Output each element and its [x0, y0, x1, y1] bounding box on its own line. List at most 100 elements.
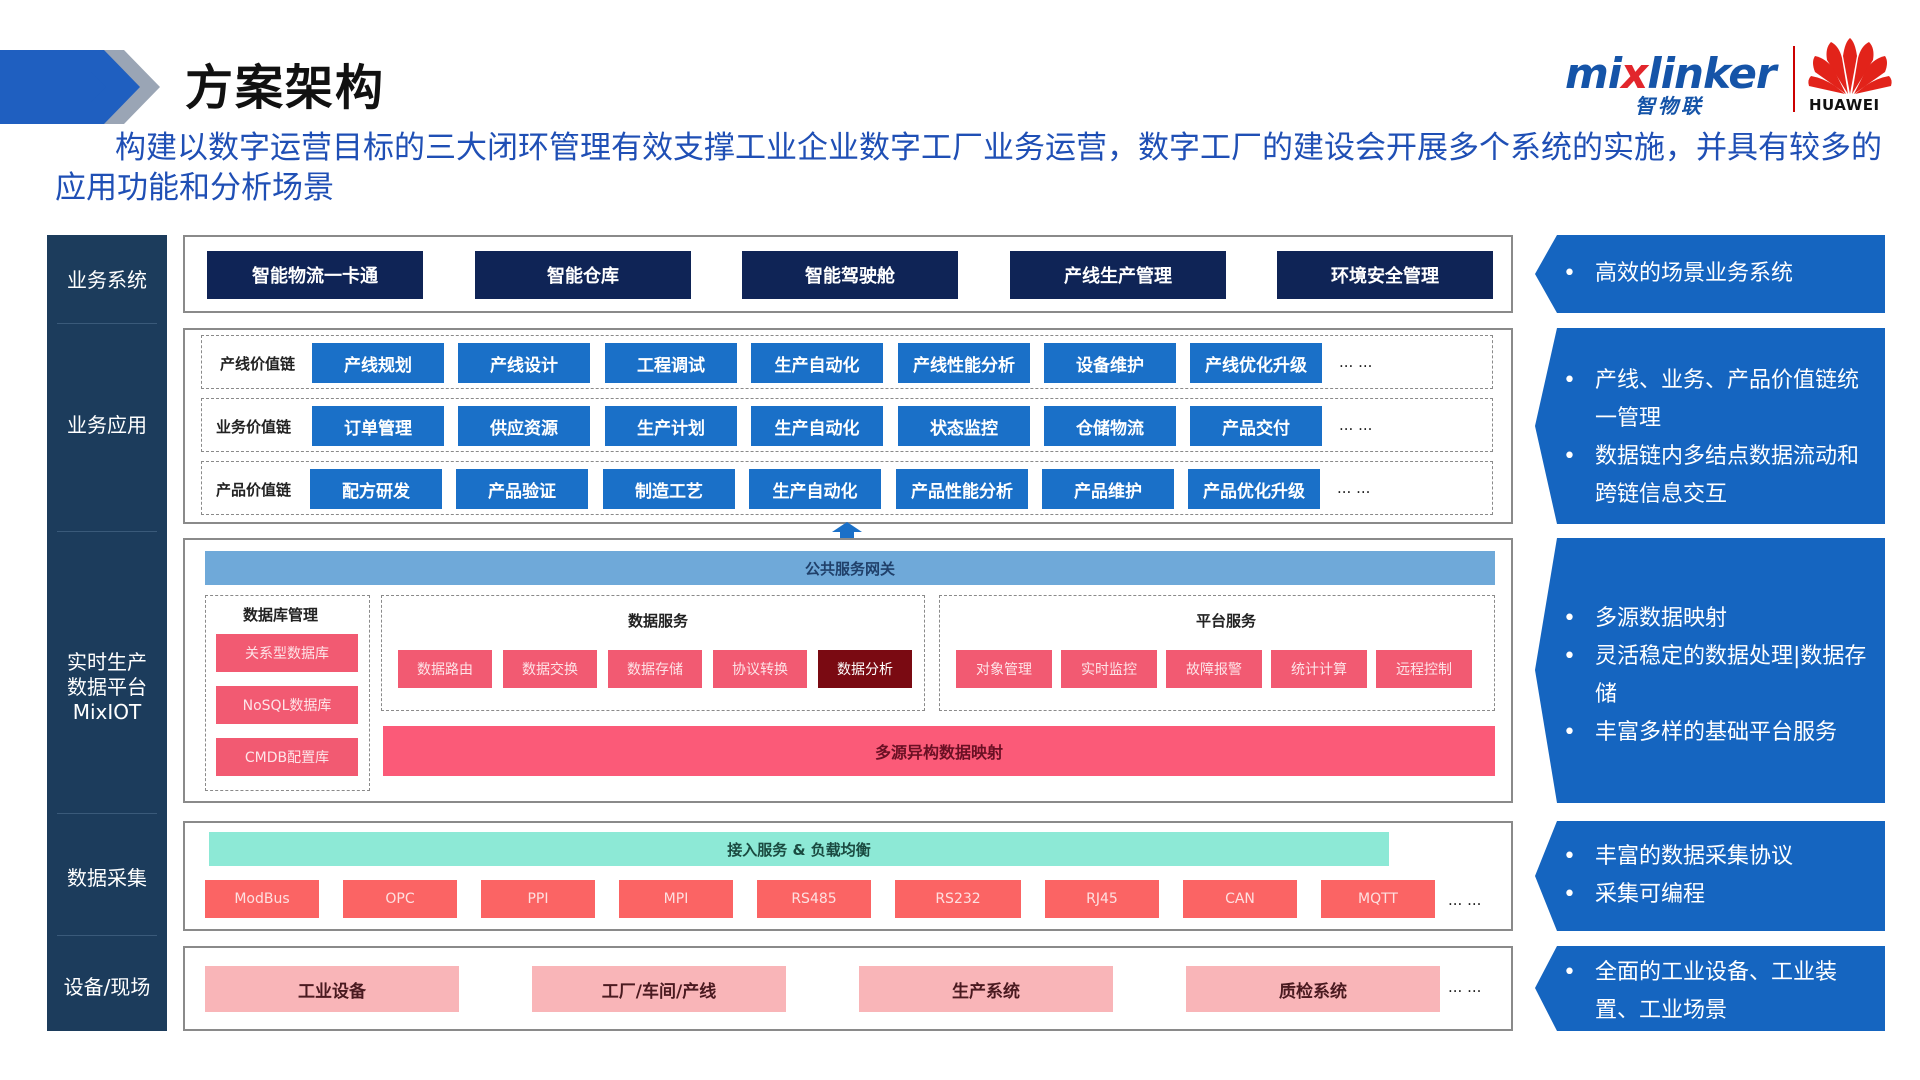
layer-label-collection: 数据采集: [67, 866, 147, 890]
value-chain-item[interactable]: 配方研发: [310, 469, 442, 509]
value-chain-item[interactable]: 订单管理: [312, 406, 444, 446]
right-panel-point: 产线、业务、产品价值链统一管理: [1563, 362, 1875, 438]
value-chain-more: ... ...: [1339, 353, 1373, 371]
protocol-item[interactable]: RS485: [757, 880, 871, 918]
data-service-item[interactable]: 数据路由: [398, 650, 492, 688]
field-box: 工业设备 工厂/车间/产线 生产系统 质检系统 ... ...: [183, 946, 1513, 1031]
platform-service-item[interactable]: 对象管理: [956, 650, 1052, 688]
platform-service-item[interactable]: 故障报警: [1166, 650, 1262, 688]
value-chain-item[interactable]: 仓储物流: [1044, 406, 1176, 446]
field-more: ... ...: [1448, 978, 1482, 996]
layer-separator: [57, 813, 157, 814]
page-title: 方案架构: [185, 60, 386, 116]
value-chain-item[interactable]: 设备维护: [1044, 343, 1176, 383]
right-panel-business-app: 产线、业务、产品价值链统一管理 数据链内多结点数据流动和跨链信息交互: [1535, 328, 1885, 524]
protocol-item[interactable]: MPI: [619, 880, 733, 918]
value-chain-item[interactable]: 产线优化升级: [1190, 343, 1322, 383]
right-panel-point: 高效的场景业务系统: [1563, 255, 1793, 293]
data-service-item[interactable]: 协议转换: [713, 650, 807, 688]
value-chain-item[interactable]: 生产自动化: [751, 406, 883, 446]
business-system-item[interactable]: 环境安全管理: [1277, 251, 1493, 299]
value-chain-item[interactable]: 制造工艺: [603, 469, 735, 509]
page-subtitle: 构建以数字运营目标的三大闭环管理有效支撑工业企业数字工厂业务运营，数字工厂的建设…: [55, 130, 1882, 206]
protocol-item[interactable]: PPI: [481, 880, 595, 918]
value-chain-item[interactable]: 工程调试: [605, 343, 737, 383]
platform-service-item[interactable]: 实时监控: [1061, 650, 1157, 688]
right-panel-point: 全面的工业设备、工业装置、工业场景: [1563, 954, 1880, 1030]
value-chain-item[interactable]: 产品性能分析: [896, 469, 1028, 509]
database-item[interactable]: CMDB配置库: [216, 738, 358, 776]
right-panel-collection: 丰富的数据采集协议 采集可编程: [1535, 821, 1885, 931]
field-item[interactable]: 生产系统: [859, 966, 1113, 1012]
value-chain-item[interactable]: 产品维护: [1042, 469, 1174, 509]
value-chain-label: 产品价值链: [216, 481, 292, 499]
database-management-box: 数据库管理 关系型数据库 NoSQL数据库 CMDB配置库: [205, 595, 370, 791]
value-chain-item[interactable]: 状态监控: [898, 406, 1030, 446]
logo-divider: [1793, 46, 1795, 112]
field-item[interactable]: 质检系统: [1186, 966, 1440, 1012]
mixlinker-logo-x: x: [1621, 49, 1648, 98]
protocol-item[interactable]: RJ45: [1045, 880, 1159, 918]
right-panel-point: 采集可编程: [1563, 876, 1793, 914]
business-system-item[interactable]: 智能驾驶舱: [742, 251, 958, 299]
value-chain-item[interactable]: 产线规划: [312, 343, 444, 383]
value-chain-item[interactable]: 生产自动化: [751, 343, 883, 383]
field-item[interactable]: 工业设备: [205, 966, 459, 1012]
protocol-item[interactable]: MQTT: [1321, 880, 1435, 918]
right-panel-point: 灵活稳定的数据处理|数据存储: [1563, 638, 1875, 714]
multi-source-data-mapping[interactable]: 多源异构数据映射: [383, 726, 1495, 776]
right-panel-point: 丰富多样的基础平台服务: [1563, 714, 1875, 752]
right-panel-platform: 多源数据映射 灵活稳定的数据处理|数据存储 丰富多样的基础平台服务: [1535, 538, 1885, 803]
mixlinker-logo-cn: 智物联: [1635, 94, 1704, 118]
value-chain-item[interactable]: 产品优化升级: [1188, 469, 1320, 509]
value-chain-item[interactable]: 产品交付: [1190, 406, 1322, 446]
layer-label-business-app: 业务应用: [67, 413, 147, 437]
platform-service-item[interactable]: 远程控制: [1376, 650, 1472, 688]
protocol-item[interactable]: RS232: [895, 880, 1021, 918]
layer-label-business-system: 业务系统: [67, 268, 147, 292]
protocol-item[interactable]: CAN: [1183, 880, 1297, 918]
layer-column: 业务系统 业务应用 实时生产 数据平台 MixIOT 数据采集 设备/现场: [47, 235, 167, 1031]
value-chain-more: ... ...: [1337, 479, 1371, 497]
value-chain-item[interactable]: 生产自动化: [749, 469, 881, 509]
right-panel-point: 数据链内多结点数据流动和跨链信息交互: [1563, 438, 1875, 514]
protocol-item[interactable]: OPC: [343, 880, 457, 918]
value-chain-label: 业务价值链: [216, 418, 292, 436]
platform-service-title: 平台服务: [1196, 612, 1257, 630]
value-chain-item[interactable]: 供应资源: [458, 406, 590, 446]
database-item[interactable]: 关系型数据库: [216, 634, 358, 672]
business-system-item[interactable]: 产线生产管理: [1010, 251, 1226, 299]
data-service-item[interactable]: 数据存储: [608, 650, 702, 688]
layer-label-platform: 实时生产 数据平台 MixIOT: [67, 650, 147, 724]
value-chain-more: ... ...: [1339, 416, 1373, 434]
huawei-logo-text: HUAWEI: [1809, 96, 1880, 114]
data-service-box: 数据服务 数据路由 数据交换 数据存储 协议转换 数据分析: [381, 595, 925, 711]
value-chain-row-product: 产品价值链 配方研发 产品验证 制造工艺 生产自动化 产品性能分析 产品维护 产…: [201, 461, 1493, 515]
right-panel-point: 丰富的数据采集协议: [1563, 838, 1793, 876]
right-panel-point: 多源数据映射: [1563, 600, 1875, 638]
layer-label-field: 设备/现场: [63, 975, 151, 999]
data-service-title: 数据服务: [628, 612, 689, 630]
database-item[interactable]: NoSQL数据库: [216, 686, 358, 724]
data-service-item[interactable]: 数据交换: [503, 650, 597, 688]
data-service-item-active[interactable]: 数据分析: [818, 650, 912, 688]
value-chain-item[interactable]: 生产计划: [605, 406, 737, 446]
platform-box: 公共服务网关 数据库管理 关系型数据库 NoSQL数据库 CMDB配置库 数据服…: [183, 538, 1513, 803]
arrow-up-icon: [832, 522, 862, 542]
huawei-petals-icon: [1808, 38, 1892, 94]
field-item[interactable]: 工厂/车间/产线: [532, 966, 786, 1012]
value-chain-item[interactable]: 产品验证: [456, 469, 588, 509]
protocol-item[interactable]: ModBus: [205, 880, 319, 918]
platform-service-box: 平台服务 对象管理 实时监控 故障报警 统计计算 远程控制: [939, 595, 1495, 711]
access-service-load-balance[interactable]: 接入服务 & 负载均衡: [209, 832, 1389, 866]
value-chain-label: 产线价值链: [220, 355, 296, 373]
business-system-item[interactable]: 智能物流一卡通: [207, 251, 423, 299]
business-system-item[interactable]: 智能仓库: [475, 251, 691, 299]
public-service-gateway[interactable]: 公共服务网关: [205, 551, 1495, 585]
value-chain-item[interactable]: 产线性能分析: [898, 343, 1030, 383]
business-app-box: 产线价值链 产线规划 产线设计 工程调试 生产自动化 产线性能分析 设备维护 产…: [183, 328, 1513, 524]
platform-service-item[interactable]: 统计计算: [1271, 650, 1367, 688]
data-collection-box: 接入服务 & 负载均衡 ModBus OPC PPI MPI RS485 RS2…: [183, 821, 1513, 931]
layer-separator: [57, 935, 157, 936]
value-chain-item[interactable]: 产线设计: [458, 343, 590, 383]
